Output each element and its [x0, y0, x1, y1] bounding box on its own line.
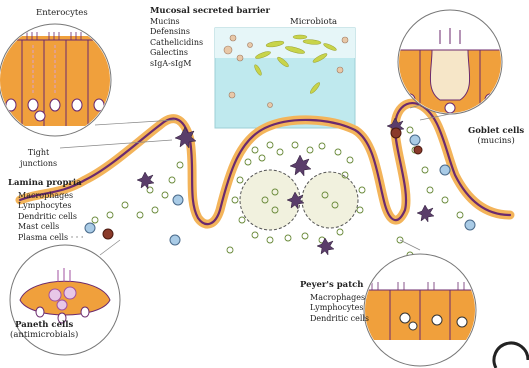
- lamina-propria-block: Lamina propria Macrophages Lymphocytes D…: [8, 178, 83, 243]
- lp-item-mast: Mast cells: [8, 222, 83, 233]
- tight-junctions-label: Tight junctions: [20, 148, 57, 169]
- tight-junctions-line-1: Tight: [20, 148, 57, 159]
- lp-item-macrophages: Macrophages: [8, 191, 83, 202]
- peyers-patch-block: Peyer's patch Macrophages Lymphocytes De…: [300, 280, 369, 324]
- microfold-cells-inset: [364, 254, 476, 366]
- pp-item-lymphocytes: Lymphocytes: [300, 303, 369, 314]
- goblet-cells-label: Goblet cells (mucins): [468, 126, 524, 146]
- pp-item-dendritic: Dendritic cells: [300, 314, 369, 325]
- mucosal-barrier-title: Mucosal secreted barrier: [150, 6, 270, 17]
- lamina-propria-title: Lamina propria: [8, 178, 83, 189]
- goblet-cells-title: Goblet cells: [468, 126, 524, 136]
- corner-ring: [494, 343, 528, 368]
- lp-item-lymphocytes: Lymphocytes: [8, 201, 83, 212]
- mucosal-item-defensins: Defensins: [150, 27, 270, 38]
- microbiota-label: Microbiota: [290, 17, 337, 27]
- lp-item-plasma: Plasma cells · · ·: [8, 233, 83, 244]
- paneth-cells-sub: (antimicrobials): [10, 330, 78, 340]
- mucosal-item-galectins: Galectins: [150, 48, 270, 59]
- tight-junctions-line-2: junctions: [20, 159, 57, 170]
- enterocytes-inset: [0, 24, 111, 136]
- pp-item-macrophages: Macrophages: [300, 293, 369, 304]
- enterocytes-label: Enterocytes: [36, 8, 88, 18]
- mucosal-item-mucins: Mucins: [150, 17, 270, 28]
- peyers-patch-title: Peyer's patch: [300, 280, 369, 291]
- mucosal-item-siga: sIgA-sIgM: [150, 59, 270, 70]
- lp-item-dendritic: Dendritic cells: [8, 212, 83, 223]
- paneth-cells-title: Paneth cells: [10, 320, 78, 330]
- paneth-cells-label: Paneth cells (antimicrobials): [10, 320, 78, 340]
- mucosal-item-cathelicidins: Cathelicidins: [150, 38, 270, 49]
- mucosal-barrier-block: Mucosal secreted barrier Mucins Defensin…: [150, 6, 270, 69]
- goblet-cells-sub: (mucins): [468, 136, 524, 146]
